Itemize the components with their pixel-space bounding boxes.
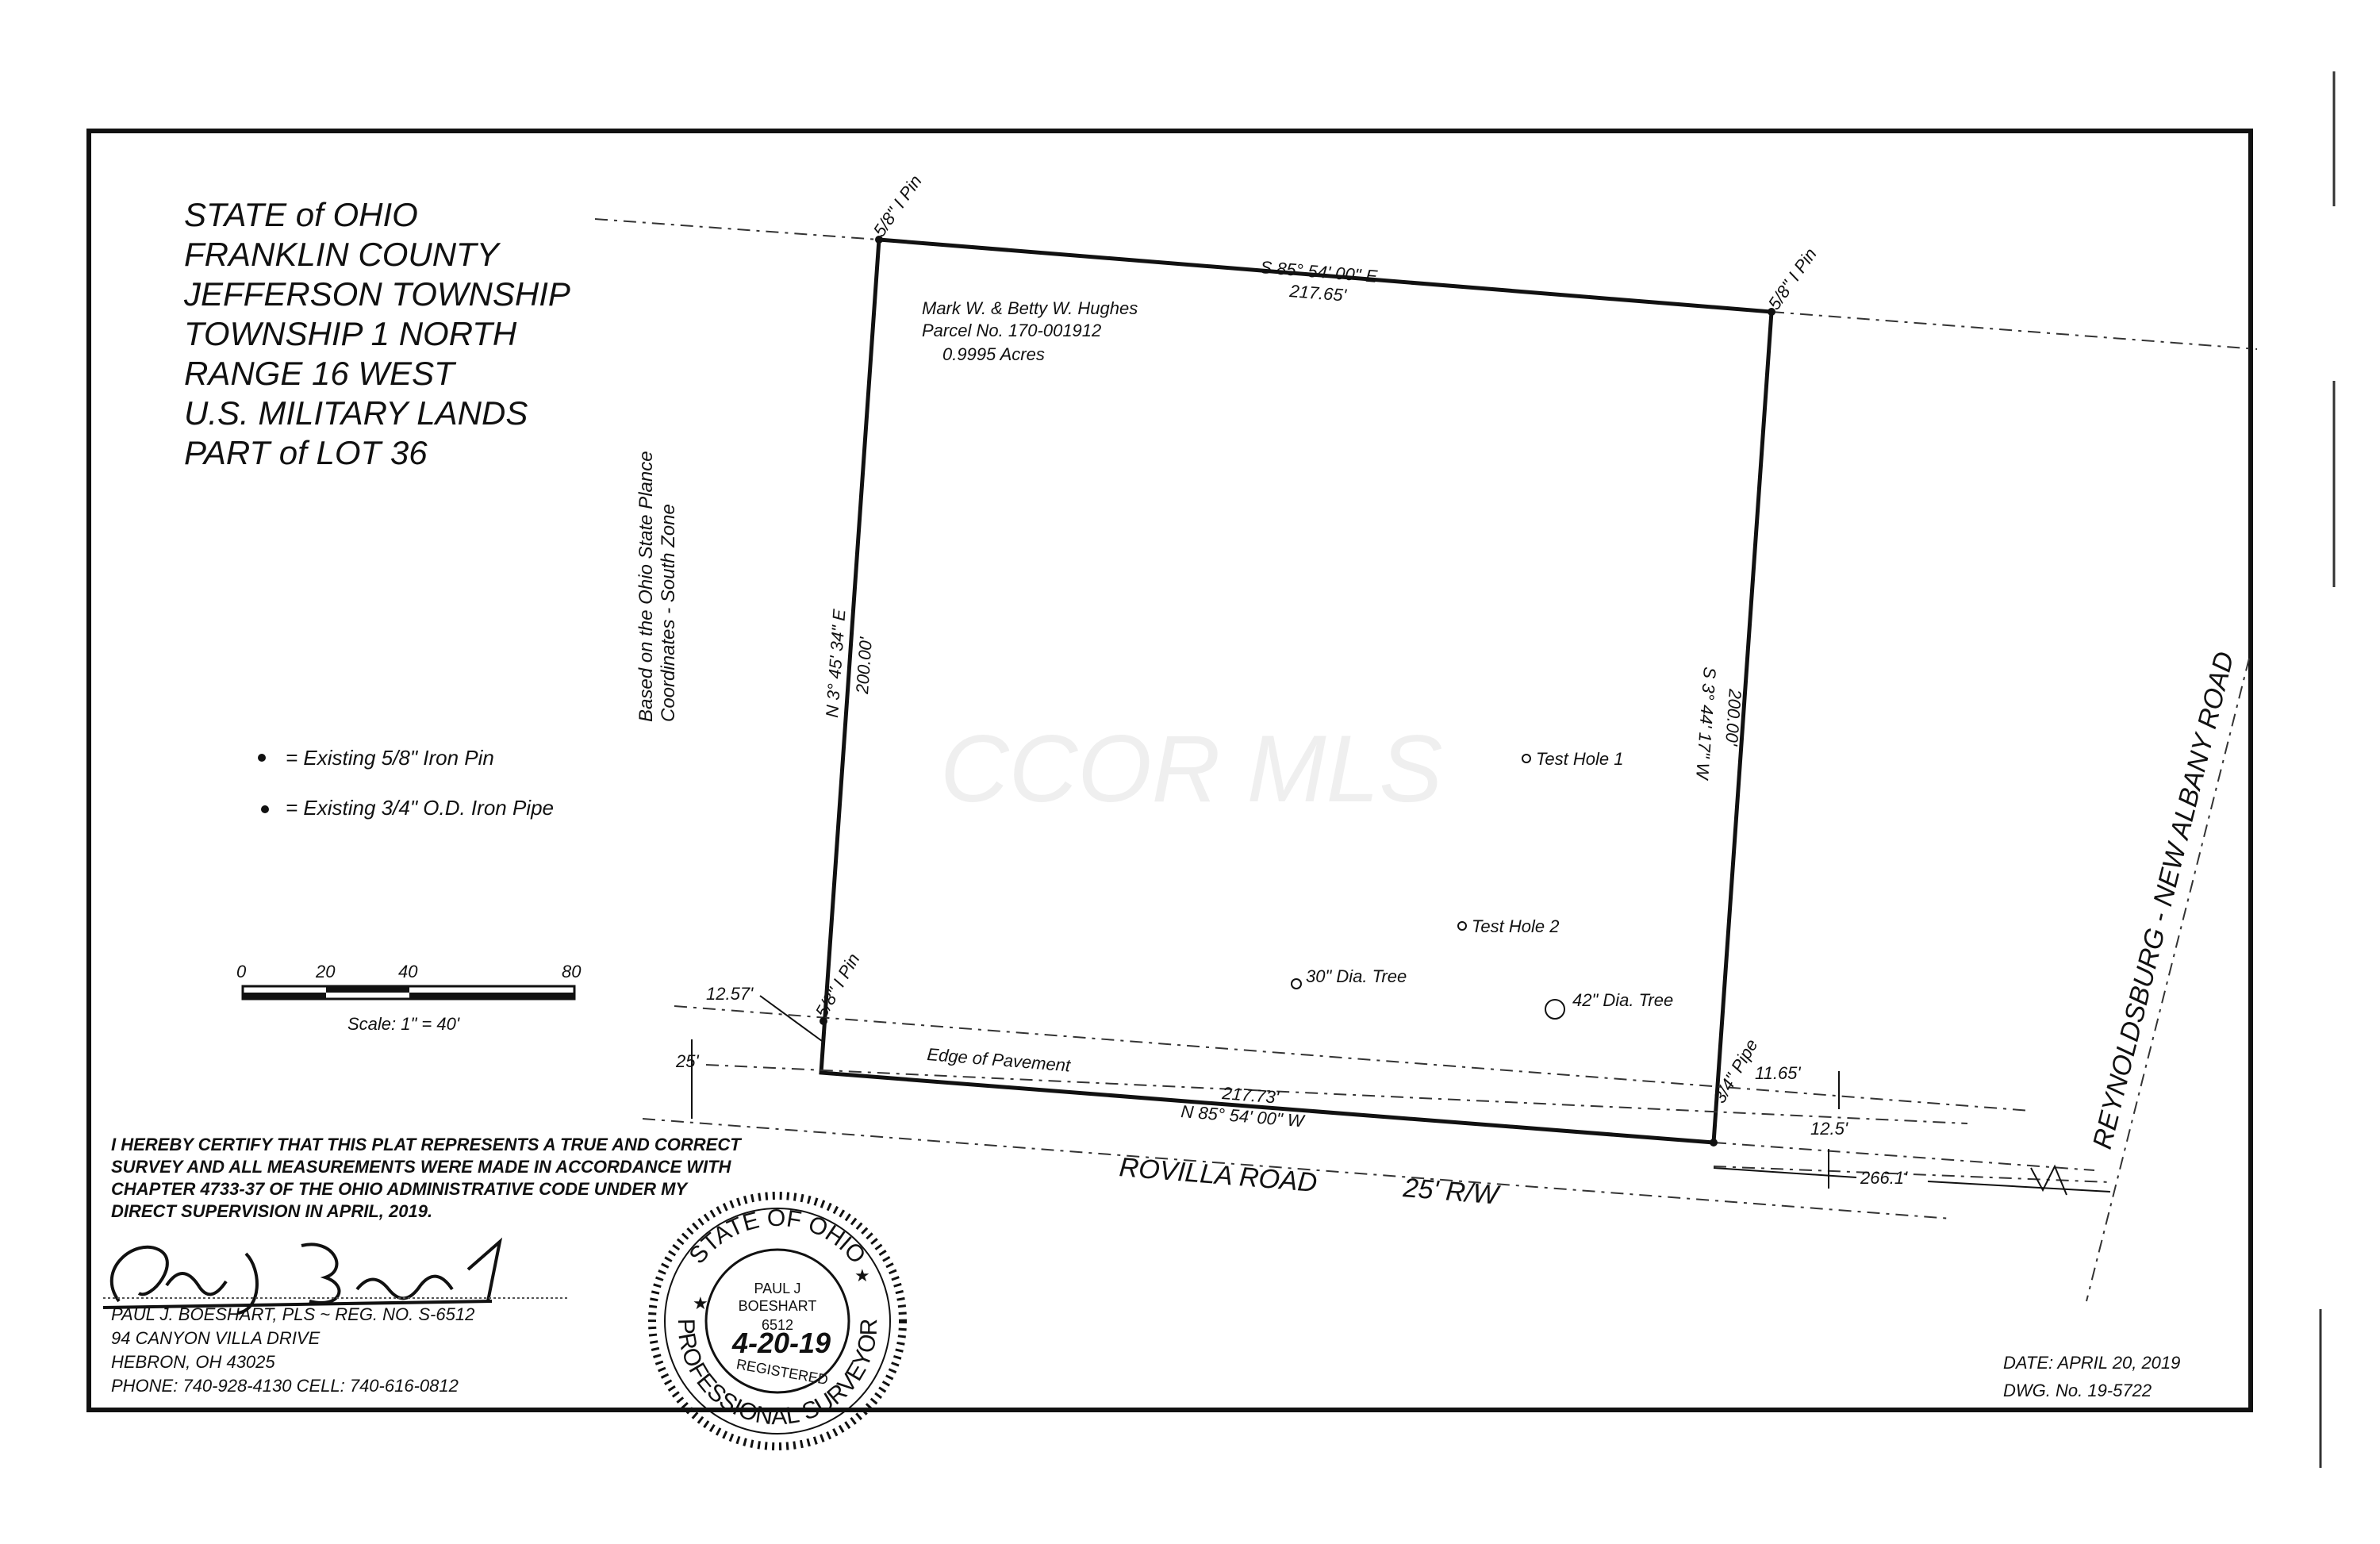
drawing-number: DWG. No. 19-5722 bbox=[2003, 1381, 2152, 1400]
edge-of-pavement-label: Edge of Pavement bbox=[927, 1044, 1072, 1076]
se-pipe-icon bbox=[1710, 1139, 1718, 1146]
scale-bar: 0 20 40 80 Scale: 1" = 40' bbox=[236, 962, 582, 1034]
location-title: STATE of OHIO FRANKLIN COUNTY JEFFERSON … bbox=[183, 196, 570, 471]
dim-266-1: 266.1' bbox=[1860, 1168, 1908, 1188]
basis-line-1: Based on the Ohio State Plance bbox=[635, 451, 657, 722]
seal-name-1: PAUL J bbox=[754, 1281, 800, 1296]
tree-42-icon bbox=[1545, 999, 1565, 1020]
parcel-acres: 0.9995 Acres bbox=[942, 344, 1045, 364]
ne-pin-label: 5/8" I Pin bbox=[1764, 244, 1821, 313]
surveyor-signature bbox=[102, 1237, 503, 1315]
parcel-number: Parcel No. 170-001912 bbox=[922, 321, 1101, 340]
scale-tick-80: 80 bbox=[562, 962, 582, 981]
legend-iron-pin: = Existing 5/8" Iron Pin bbox=[286, 746, 494, 770]
cert-line-2: SURVEY AND ALL MEASUREMENTS WERE MADE IN… bbox=[111, 1157, 732, 1177]
title-military-lands: U.S. MILITARY LANDS bbox=[184, 394, 528, 432]
title-township: JEFFERSON TOWNSHIP bbox=[183, 275, 570, 313]
svg-text:★: ★ bbox=[854, 1266, 870, 1285]
dim-25: 25' bbox=[675, 1051, 699, 1071]
reynoldsburg-road-name: REYNOLDSBURG - NEW ALBANY ROAD bbox=[2087, 649, 2240, 1152]
cert-line-4: DIRECT SUPERVISION IN APRIL, 2019. bbox=[111, 1201, 432, 1221]
dim-12-57: 12.57' bbox=[706, 984, 754, 1004]
scale-label: Scale: 1" = 40' bbox=[347, 1014, 460, 1034]
svg-text:★: ★ bbox=[693, 1293, 708, 1313]
dim-11-65: 11.65' bbox=[1755, 1063, 1801, 1083]
cert-line-1: I HEREBY CERTIFY THAT THIS PLAT REPRESEN… bbox=[111, 1135, 742, 1154]
nw-pin-label: 5/8" I Pin bbox=[869, 171, 926, 240]
surveyor-address-1: 94 CANYON VILLA DRIVE bbox=[111, 1328, 321, 1348]
east-distance: 200.00' bbox=[1722, 688, 1745, 747]
surveyor-address-2: HEBRON, OH 43025 bbox=[111, 1352, 275, 1372]
east-bearing: S 3° 44' 17" W bbox=[1692, 666, 1720, 782]
legend-iron-pipe: = Existing 3/4" O.D. Iron Pipe bbox=[286, 796, 554, 820]
plat-date: DATE: APRIL 20, 2019 bbox=[2003, 1353, 2180, 1373]
iron-pin-symbol-icon bbox=[258, 754, 266, 762]
cert-line-3: CHAPTER 4733-37 OF THE OHIO ADMINISTRATI… bbox=[111, 1179, 689, 1199]
seal-registered: REGISTERED bbox=[735, 1356, 830, 1388]
nw-pin-icon bbox=[875, 236, 883, 244]
tree-42-label: 42" Dia. Tree bbox=[1572, 990, 1673, 1010]
rovilla-road-rw: 25' R/W bbox=[1401, 1173, 1501, 1211]
watermark: CCOR MLS bbox=[940, 716, 1442, 822]
tree-30-label: 30" Dia. Tree bbox=[1306, 966, 1407, 986]
north-distance: 217.65' bbox=[1288, 281, 1348, 305]
adjoining-lines bbox=[594, 218, 2258, 1302]
test-hole-2-label: Test Hole 2 bbox=[1472, 916, 1559, 936]
test-hole-2-icon bbox=[1457, 921, 1467, 931]
title-range: RANGE 16 WEST bbox=[184, 355, 457, 392]
owner-name: Mark W. & Betty W. Hughes bbox=[922, 298, 1138, 318]
title-state: STATE of OHIO bbox=[184, 196, 418, 233]
basis-line-2: Coordinates - South Zone bbox=[658, 504, 679, 722]
scale-tick-20: 20 bbox=[315, 962, 336, 981]
seal-name-2: BOESHART bbox=[739, 1298, 817, 1314]
south-distance: 217.73' bbox=[1221, 1083, 1280, 1108]
north-bearing: S 85° 54' 00" E bbox=[1260, 257, 1379, 286]
title-township-number: TOWNSHIP 1 NORTH bbox=[184, 315, 517, 352]
west-distance: 200.00' bbox=[852, 636, 876, 695]
test-hole-1-icon bbox=[1522, 754, 1531, 763]
plat-border bbox=[86, 129, 2253, 1412]
rovilla-road-name: ROVILLA ROAD bbox=[1118, 1152, 1318, 1198]
title-county: FRANKLIN COUNTY bbox=[184, 236, 501, 273]
ne-pin-icon bbox=[1768, 308, 1775, 316]
scale-tick-0: 0 bbox=[236, 962, 247, 981]
dim-12-5: 12.5' bbox=[1810, 1119, 1848, 1139]
south-bearing: N 85° 54' 00" W bbox=[1180, 1101, 1307, 1131]
sw-pin-icon bbox=[820, 1017, 827, 1025]
seal-date: 4-20-19 bbox=[731, 1327, 831, 1359]
sw-pin-label: 5/8" I Pin bbox=[812, 950, 864, 1020]
iron-pipe-symbol-icon bbox=[261, 805, 269, 813]
test-hole-1-label: Test Hole 1 bbox=[1536, 749, 1623, 769]
surveyor-phone: PHONE: 740-928-4130 CELL: 740-616-0812 bbox=[111, 1376, 459, 1396]
title-lot: PART of LOT 36 bbox=[184, 434, 428, 471]
tree-30-icon bbox=[1291, 978, 1302, 989]
seal-number: 6512 bbox=[762, 1317, 793, 1333]
scale-tick-40: 40 bbox=[398, 962, 418, 981]
surveyor-name: PAUL J. BOESHART, PLS ~ REG. NO. S-6512 bbox=[111, 1304, 474, 1324]
